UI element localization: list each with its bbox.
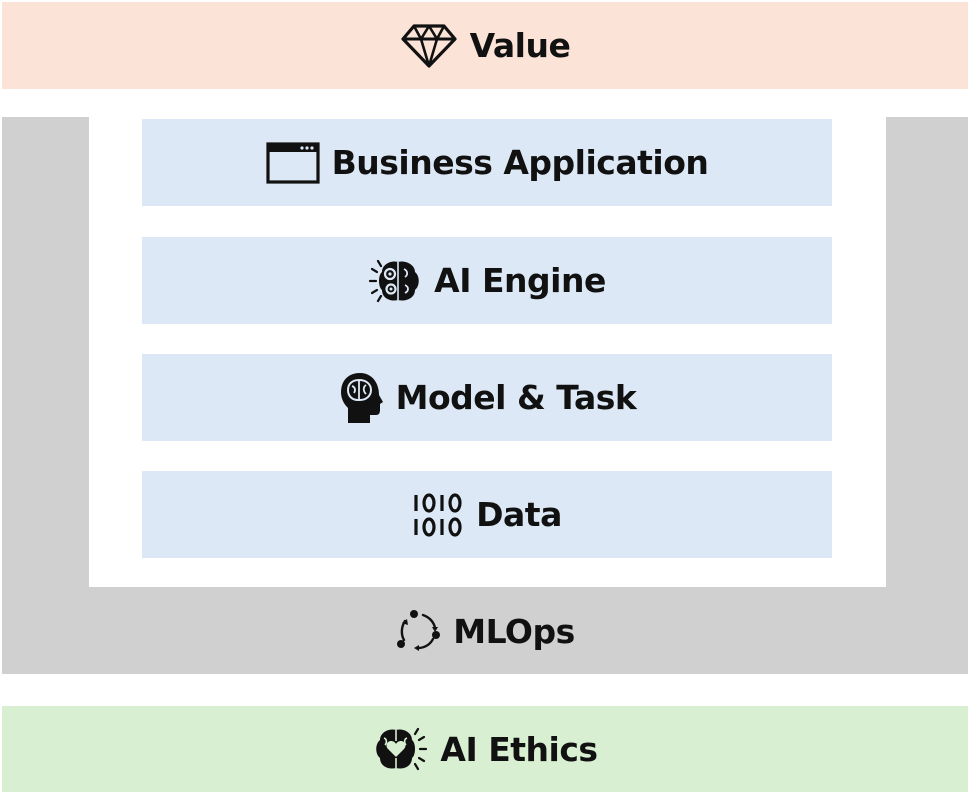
value-band: Value <box>2 2 968 89</box>
diamond-icon <box>400 23 458 69</box>
layer-label: Data <box>476 495 562 534</box>
binary-data-icon <box>412 492 464 538</box>
layer-ai-engine: AI Engine <box>142 237 832 324</box>
brain-heart-icon <box>372 725 428 773</box>
brain-gears-icon <box>368 257 422 305</box>
layer-label: Business Application <box>331 143 709 182</box>
layer-model-and-task: Model & Task <box>142 354 832 441</box>
mlops-band: MLOps <box>2 588 968 674</box>
ai-ethics-band: AI Ethics <box>2 706 968 792</box>
layer-label: Model & Task <box>395 378 637 417</box>
browser-window-icon <box>266 141 320 185</box>
mlops-label: MLOps <box>453 611 575 651</box>
value-label: Value <box>469 26 571 65</box>
head-brain-icon <box>338 371 384 425</box>
layer-label: AI Engine <box>434 261 606 300</box>
ai-ethics-label: AI Ethics <box>440 729 598 769</box>
layer-business-application: Business Application <box>142 119 832 206</box>
cycle-icon <box>395 608 441 654</box>
layer-data: Data <box>142 471 832 558</box>
